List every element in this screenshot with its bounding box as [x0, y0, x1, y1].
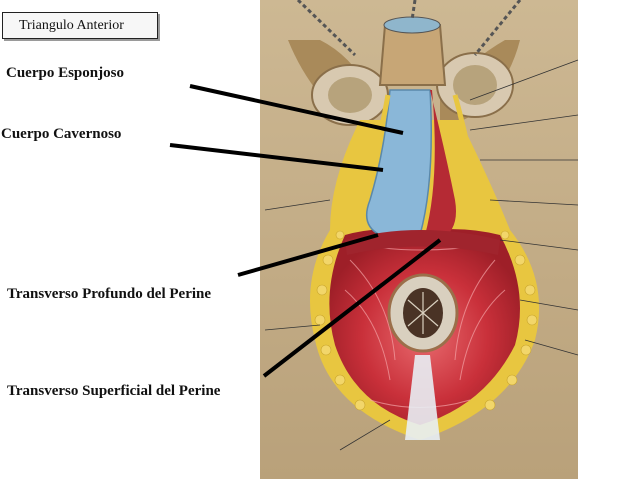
leader-line-esponjoso [189, 84, 404, 135]
penis-stump [378, 24, 447, 86]
leader-line-cavernoso [169, 143, 384, 172]
leader-line-superficial [262, 238, 442, 378]
cavernous-body [425, 90, 456, 240]
chain-center [410, 0, 417, 21]
chain-left [296, 0, 357, 57]
leader-line-profundo [237, 233, 379, 277]
section-title: Triangulo Anterior [2, 12, 158, 39]
spongy-body [365, 89, 432, 236]
label-transverso-superficial: Transverso Superficial del Perine [7, 383, 221, 399]
transverse-muscle-band [345, 230, 500, 255]
anococcygeal-ligament [405, 355, 440, 440]
label-cuerpo-cavernoso: Cuerpo Cavernoso [1, 126, 122, 142]
fat-globules [314, 230, 538, 411]
chain-right [473, 0, 522, 56]
right-pointer-lines [264, 59, 579, 451]
label-cuerpo-esponjoso: Cuerpo Esponjoso [6, 65, 124, 81]
label-transverso-profundo: Transverso Profundo del Perine [7, 286, 212, 302]
